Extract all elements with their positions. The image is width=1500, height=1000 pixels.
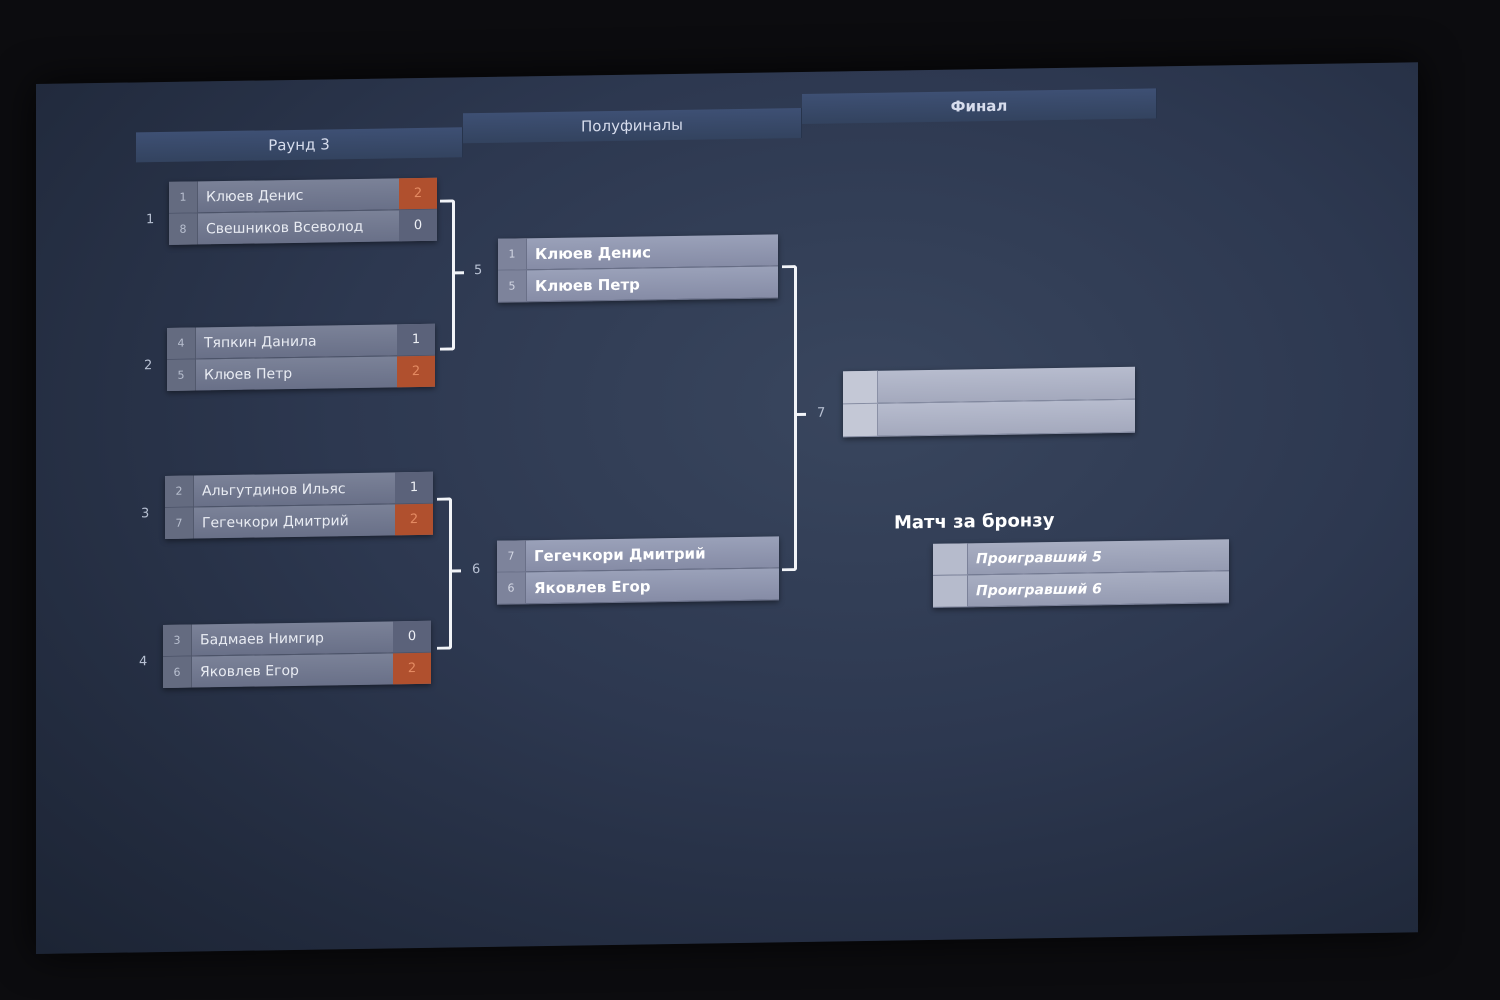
match-card-final[interactable] bbox=[843, 366, 1135, 438]
player-name: Яковлев Егор bbox=[200, 662, 299, 680]
seed-number: 6 bbox=[497, 572, 526, 604]
match-number: 6 bbox=[472, 562, 481, 578]
match-card-semifinal[interactable]: 7 Гегечкори Дмитрий 6 Яковлев Егор bbox=[497, 536, 779, 605]
column-header-round3: Раунд 3 bbox=[136, 127, 463, 163]
player-name: Альгутдинов Ильяс bbox=[202, 480, 346, 499]
match-number: 4 bbox=[139, 654, 148, 670]
seed-number: 1 bbox=[498, 238, 527, 270]
player-row[interactable]: 4 Тяпкин Данила 1 bbox=[167, 323, 435, 360]
player-score: 0 bbox=[399, 209, 437, 242]
player-row[interactable]: Проигравший 6 bbox=[933, 571, 1229, 608]
seed-number: 2 bbox=[165, 475, 194, 507]
player-row[interactable]: 5 Клюев Петр 2 bbox=[167, 355, 435, 391]
column-header-semifinals: Полуфиналы bbox=[463, 107, 802, 144]
match-number: 2 bbox=[144, 358, 153, 374]
player-name: Проигравший 5 bbox=[976, 548, 1102, 567]
match-number: 5 bbox=[474, 262, 483, 279]
player-score: 1 bbox=[397, 323, 435, 356]
seed-number: 5 bbox=[167, 359, 196, 391]
player-name: Свешников Всеволод bbox=[206, 218, 364, 237]
bronze-match-title: Матч за бронзу bbox=[894, 510, 1055, 534]
bracket-connector bbox=[440, 199, 455, 351]
seed-number: 8 bbox=[169, 213, 198, 245]
match-number: 3 bbox=[141, 506, 150, 522]
bracket-connector bbox=[437, 497, 452, 650]
player-score: 2 bbox=[399, 177, 437, 210]
match-number: 7 bbox=[817, 405, 826, 421]
seed-number: 3 bbox=[163, 624, 192, 657]
player-row[interactable]: Проигравший 5 bbox=[933, 539, 1229, 576]
seed-number: 6 bbox=[163, 656, 192, 689]
player-row[interactable]: 8 Свешников Всеволод 0 bbox=[169, 209, 437, 245]
seed-number: 1 bbox=[169, 181, 198, 213]
seed-number: 5 bbox=[498, 270, 527, 302]
player-score: 1 bbox=[395, 471, 433, 504]
player-score: 0 bbox=[393, 620, 431, 653]
seed-number: 4 bbox=[167, 327, 196, 359]
player-row[interactable]: 1 Клюев Денис 2 bbox=[169, 177, 437, 214]
seed-number: 7 bbox=[165, 507, 194, 539]
bracket-connector-tick bbox=[455, 271, 464, 275]
match-card[interactable]: 4 Тяпкин Данила 1 5 Клюев Петр 2 bbox=[167, 323, 435, 391]
player-row[interactable]: 6 Яковлев Егор bbox=[497, 568, 779, 605]
bracket-connector bbox=[782, 265, 797, 572]
player-name: Бадмаев Нимгир bbox=[200, 629, 324, 648]
column-header-final: Финал bbox=[802, 88, 1157, 124]
player-score: 2 bbox=[395, 503, 433, 536]
player-name: Клюев Петр bbox=[535, 275, 640, 295]
player-row[interactable]: 3 Бадмаев Нимгир 0 bbox=[163, 620, 431, 658]
player-row[interactable]: 5 Клюев Петр bbox=[498, 266, 778, 303]
seed-number bbox=[933, 575, 968, 607]
match-card[interactable]: 3 Бадмаев Нимгир 0 6 Яковлев Егор 2 bbox=[163, 620, 431, 689]
bracket-connector-tick bbox=[797, 412, 806, 417]
player-row[interactable]: 1 Клюев Денис bbox=[498, 234, 778, 271]
player-score: 2 bbox=[393, 652, 431, 685]
player-name: Яковлев Егор bbox=[534, 576, 651, 597]
player-row[interactable]: 6 Яковлев Егор 2 bbox=[163, 652, 431, 689]
player-row[interactable]: 7 Гегечкори Дмитрий bbox=[497, 536, 779, 573]
match-number: 1 bbox=[146, 212, 155, 228]
player-name: Тяпкин Данила bbox=[204, 333, 317, 351]
player-name: Клюев Денис bbox=[535, 242, 652, 263]
player-name: Гегечкори Дмитрий bbox=[534, 543, 706, 565]
seed-number bbox=[933, 543, 968, 575]
player-name: Проигравший 6 bbox=[976, 580, 1102, 599]
player-name bbox=[878, 383, 1135, 387]
bracket-screen: Раунд 3 Полуфиналы Финал 1 1 Клюев Денис… bbox=[36, 62, 1418, 955]
player-row[interactable]: 7 Гегечкори Дмитрий 2 bbox=[165, 503, 433, 539]
player-score: 2 bbox=[397, 355, 435, 388]
seed-number bbox=[843, 370, 878, 404]
player-name: Клюев Денис bbox=[206, 187, 304, 205]
seed-number: 7 bbox=[497, 540, 526, 572]
seed-number bbox=[843, 403, 878, 437]
player-row[interactable] bbox=[843, 399, 1135, 438]
player-name: Гегечкори Дмитрий bbox=[202, 512, 349, 531]
player-name bbox=[878, 416, 1135, 420]
bracket-connector-tick bbox=[452, 569, 461, 573]
match-card[interactable]: 1 Клюев Денис 2 8 Свешников Всеволод 0 bbox=[169, 177, 437, 245]
player-row[interactable]: 2 Альгутдинов Ильяс 1 bbox=[165, 471, 433, 508]
match-card-bronze[interactable]: Проигравший 5 Проигравший 6 bbox=[933, 539, 1229, 608]
player-name: Клюев Петр bbox=[204, 365, 293, 383]
match-card-semifinal[interactable]: 1 Клюев Денис 5 Клюев Петр bbox=[498, 234, 778, 303]
match-card[interactable]: 2 Альгутдинов Ильяс 1 7 Гегечкори Дмитри… bbox=[165, 471, 433, 539]
player-row[interactable] bbox=[843, 366, 1135, 405]
